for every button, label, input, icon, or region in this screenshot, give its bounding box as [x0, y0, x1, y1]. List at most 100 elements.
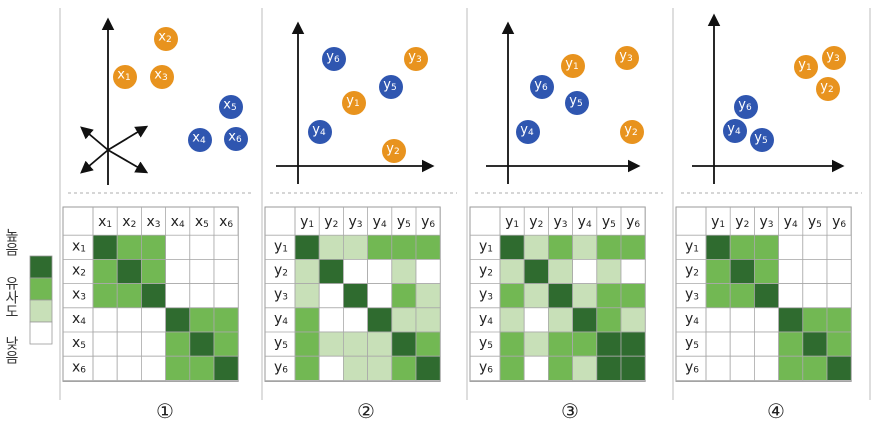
matrix-cell: [596, 331, 622, 357]
matrix-cell: [391, 258, 417, 284]
matrix-cell: [802, 331, 828, 357]
matrix-cell: [294, 234, 320, 260]
matrix-cell: [140, 234, 166, 260]
panel-number-3: ③: [561, 399, 579, 423]
matrix-cell: [548, 258, 574, 284]
matrix-cell: [754, 355, 780, 381]
matrix-cell: [523, 234, 549, 260]
matrix-cell: [499, 283, 525, 309]
point-marker: [565, 91, 589, 115]
point-y6: y6: [734, 95, 758, 119]
point-x2: x2: [154, 27, 178, 51]
row-header: y1: [479, 238, 493, 254]
matrix-cell: [415, 283, 441, 309]
matrix-cell: [778, 258, 804, 284]
matrix-cell: [499, 234, 525, 260]
matrix-cell: [318, 234, 344, 260]
matrix-cell: [318, 307, 344, 333]
matrix-cell: [367, 355, 393, 381]
column-header: y5: [602, 214, 616, 230]
matrix-cell: [754, 331, 780, 357]
point-y2: y2: [382, 139, 406, 163]
matrix-cell: [116, 258, 142, 284]
axis-arrow: [80, 149, 109, 174]
matrix-cell: [705, 355, 731, 381]
matrix-cell: [572, 283, 598, 309]
point-x6: x6: [224, 127, 248, 151]
column-header: y5: [397, 214, 411, 230]
matrix-cell: [826, 234, 852, 260]
matrix-cell: [499, 307, 525, 333]
matrix-cell: [367, 307, 393, 333]
matrix-cell: [548, 234, 574, 260]
legend-low-label: 낮음: [3, 336, 19, 364]
matrix-cell: [189, 307, 215, 333]
matrix-cell: [620, 283, 646, 309]
row-header: y1: [685, 238, 699, 254]
matrix-cell: [572, 307, 598, 333]
matrix-cell: [140, 355, 166, 381]
point-marker: [620, 120, 644, 144]
column-header: y2: [529, 214, 543, 230]
legend-color-bar: [29, 255, 53, 345]
matrix-cell: [140, 331, 166, 357]
column-header: y6: [421, 214, 435, 230]
column-header: x5: [195, 214, 209, 230]
point-marker: [379, 75, 403, 99]
matrix-cell: [572, 258, 598, 284]
column-header: y6: [626, 214, 640, 230]
matrix-cell: [116, 331, 142, 357]
matrix-cell: [342, 355, 368, 381]
matrix-cell: [729, 355, 755, 381]
point-marker: [382, 139, 406, 163]
matrix-cell: [294, 283, 320, 309]
column-header: y2: [324, 214, 338, 230]
panel-number-4: ④: [767, 399, 785, 423]
row-header: x4: [72, 311, 86, 327]
matrix-cell: [499, 258, 525, 284]
matrix-cell: [342, 307, 368, 333]
row-header: y2: [479, 263, 493, 279]
matrix-cell: [213, 234, 239, 260]
legend-label: 높음 유사도 낮음: [1, 228, 19, 378]
matrix-cell: [596, 258, 622, 284]
point-marker: [822, 46, 846, 70]
column-header: y3: [553, 214, 567, 230]
matrix-cell: [116, 234, 142, 260]
matrix-cell: [318, 355, 344, 381]
matrix-cell: [729, 234, 755, 260]
point-x5: x5: [219, 95, 243, 119]
row-header: x6: [72, 359, 86, 375]
row-header: y6: [685, 359, 699, 375]
matrix-cell: [318, 258, 344, 284]
point-x3: x3: [150, 65, 174, 89]
matrix-cell: [729, 307, 755, 333]
column-header: y1: [711, 214, 725, 230]
matrix-cell: [523, 258, 549, 284]
row-header: y3: [685, 287, 699, 303]
matrix-cell: [620, 234, 646, 260]
point-y1: y1: [561, 54, 585, 78]
point-y1: y1: [794, 55, 818, 79]
matrix-cell: [778, 331, 804, 357]
legend-swatch: [29, 299, 53, 323]
matrix-cell: [802, 283, 828, 309]
matrix-cell: [92, 307, 118, 333]
matrix-cell: [705, 283, 731, 309]
point-marker: [794, 55, 818, 79]
column-header: x2: [122, 214, 136, 230]
row-header: y4: [479, 311, 493, 327]
matrix-cell: [165, 283, 191, 309]
matrix-cell: [140, 258, 166, 284]
matrix-cell: [367, 234, 393, 260]
matrix-cell: [596, 283, 622, 309]
matrix-cell: [294, 355, 320, 381]
matrix-cell: [92, 258, 118, 284]
matrix-cell: [826, 307, 852, 333]
matrix-cell: [213, 307, 239, 333]
axes-2d: [486, 21, 641, 184]
point-y6: y6: [322, 47, 346, 71]
point-y5: y5: [565, 91, 589, 115]
